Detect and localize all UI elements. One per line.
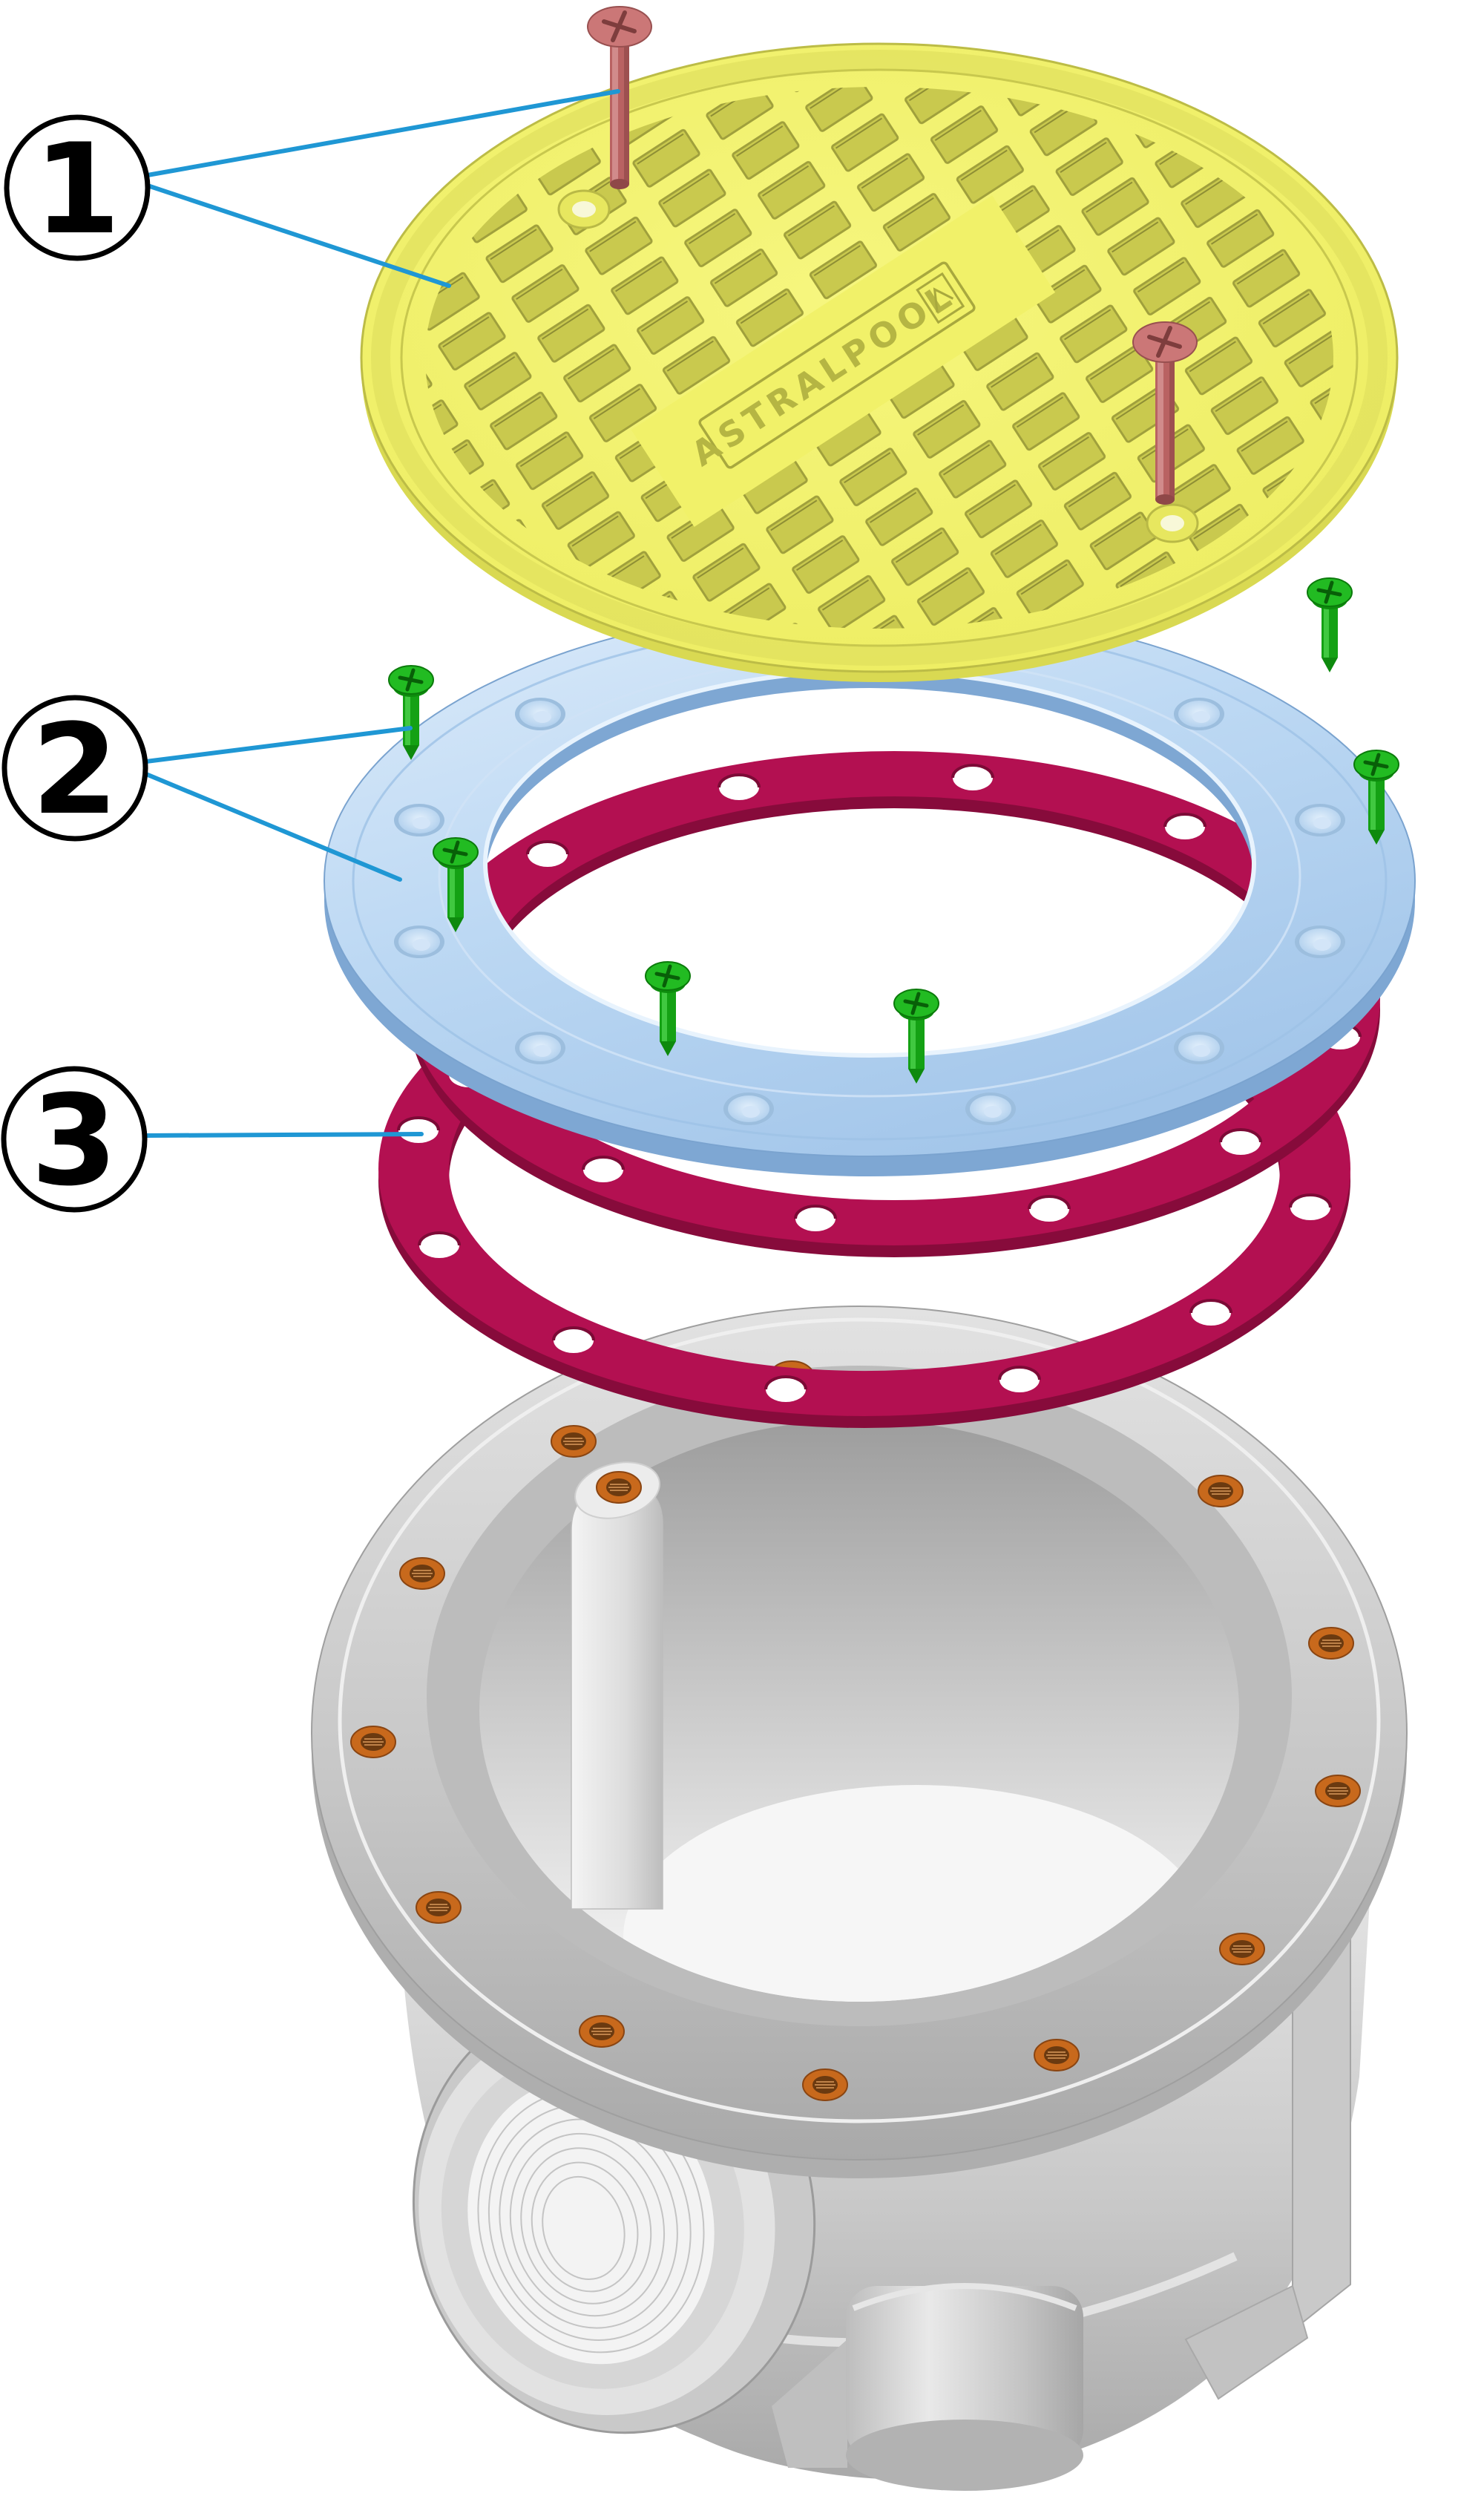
interior-standpipe [571, 1461, 663, 1910]
grate-screw-boss-2 [1146, 503, 1199, 543]
grate-cover: ASTRALPOOL [360, 42, 1399, 682]
leader-2-to-ring [144, 772, 402, 882]
callout-1: 1 [4, 114, 151, 262]
bore-floor [623, 1785, 1209, 2002]
grate-inner-rim [400, 68, 1359, 647]
callout-3: 3 [1, 1066, 148, 1213]
leader-1-to-screw [145, 89, 620, 177]
callout-2-number: 2 [32, 697, 119, 842]
body-right-bracket [1184, 2284, 1309, 2400]
grate-screw-boss-1 [557, 189, 611, 229]
standpipe-insert [596, 1471, 642, 1504]
callout-2: 2 [1, 695, 148, 842]
flange-step-line [338, 1317, 1381, 2123]
drain-body [311, 1306, 1408, 2491]
callout-1-number: 1 [34, 117, 121, 262]
leader-2-to-screw [144, 726, 413, 764]
leader-1-to-grate [145, 183, 451, 288]
callout-leaders [144, 89, 620, 1138]
green-screw-5 [1307, 578, 1352, 672]
bottom-outlet-port [772, 2283, 1083, 2491]
grate-edge-shading [371, 50, 1388, 666]
callout-3-number: 3 [31, 1068, 118, 1213]
leader-3-to-gasket [144, 1132, 424, 1138]
